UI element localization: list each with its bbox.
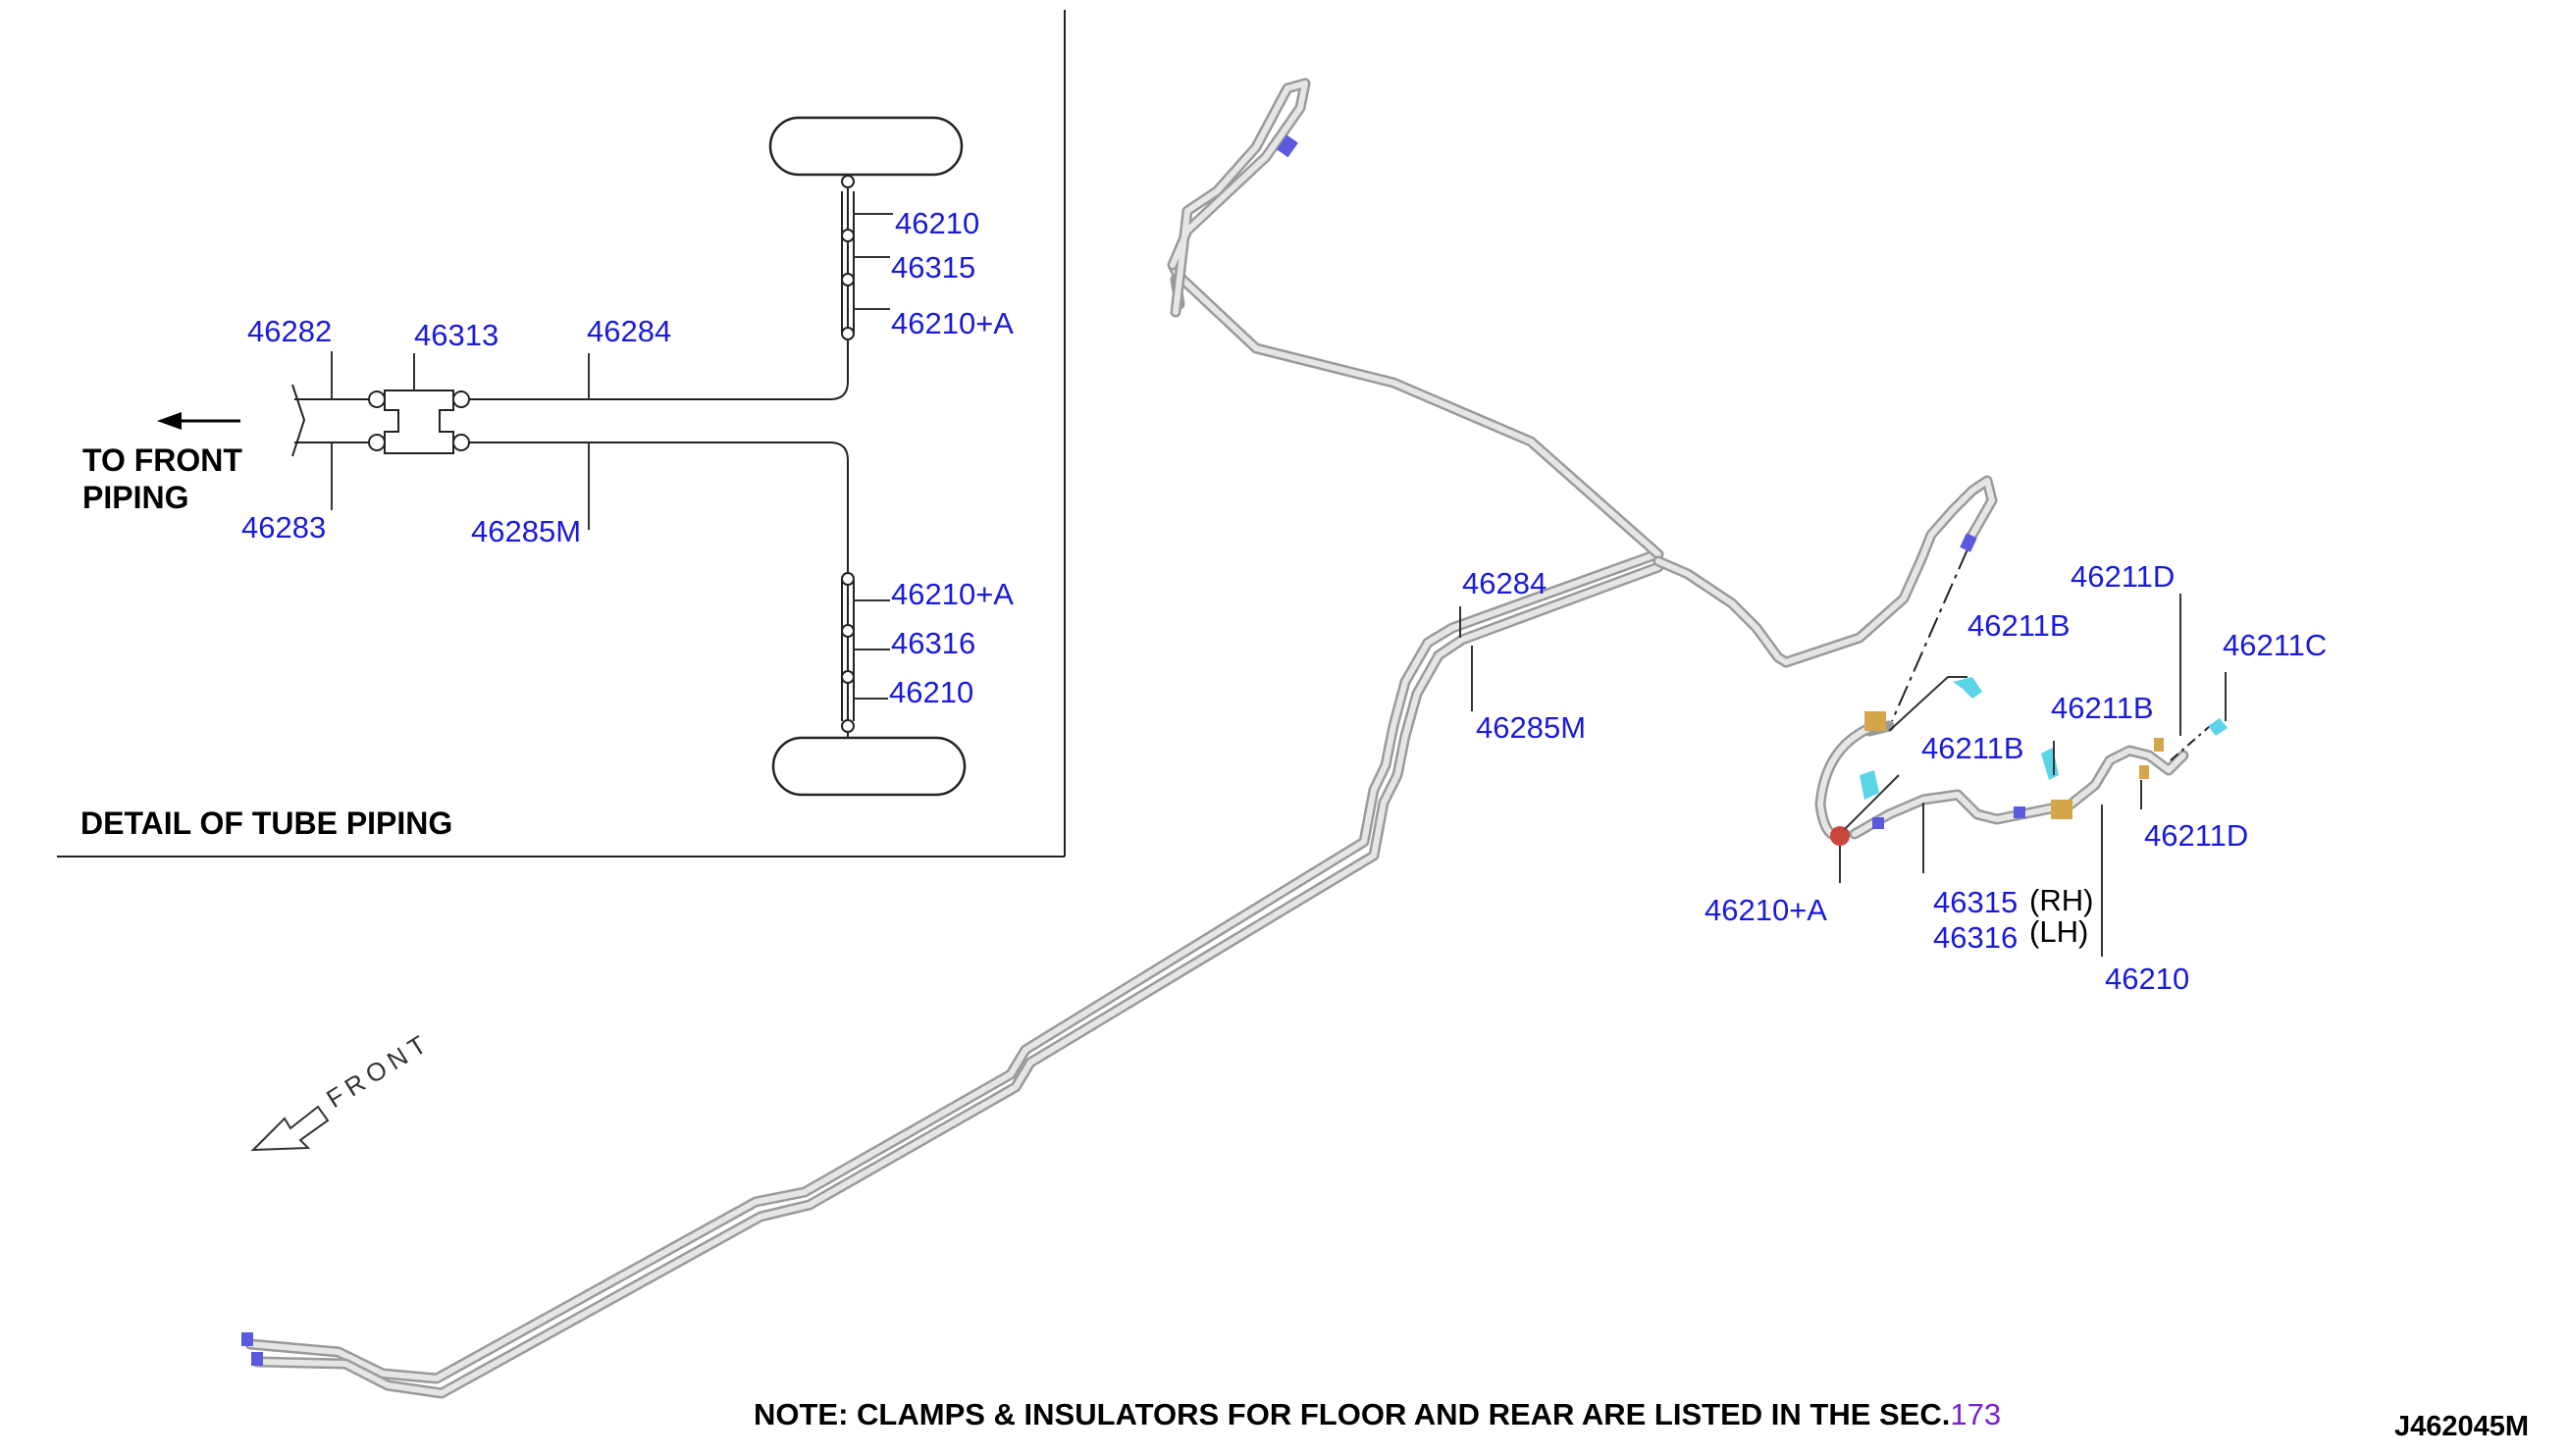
detail-pipe-upper <box>457 175 849 400</box>
detail-inset: 46282 46313 46284 46283 46285M 46210 463… <box>57 10 1066 858</box>
tube-assembly <box>241 78 2228 1399</box>
clip-46211B-a <box>1953 677 1982 699</box>
label-main-46285M[interactable]: 46285M <box>1476 710 1586 745</box>
clip-46211B-c <box>2041 748 2059 780</box>
connector-top <box>1277 134 1298 158</box>
note-text: NOTE: CLAMPS & INSULATORS FOR FLOOR AND … <box>754 1397 1950 1431</box>
label-main-46210A[interactable]: 46210+A <box>1705 893 1827 927</box>
junction-tan-46210 <box>2051 800 2072 819</box>
arrow-left-icon <box>157 412 182 430</box>
label-main-46316[interactable]: 46316 <box>1933 920 2018 955</box>
label-main-46315[interactable]: 46315 <box>1933 885 2018 919</box>
connector-46315 <box>1872 817 1884 829</box>
label-46313[interactable]: 46313 <box>414 318 498 352</box>
front-arrow-icon <box>250 1105 330 1152</box>
label-46211C[interactable]: 46211C <box>2223 628 2327 662</box>
label-46211D-top[interactable]: 46211D <box>2071 559 2175 594</box>
label-46315[interactable]: 46315 <box>891 250 975 285</box>
to-front-line2: PIPING <box>82 480 188 515</box>
connector-46210 <box>2014 806 2025 818</box>
note: NOTE: CLAMPS & INSULATORS FOR FLOOR AND … <box>754 1397 2001 1431</box>
junction-tan-top <box>1864 711 1886 731</box>
front-direction: FRONT <box>250 1026 437 1152</box>
label-46316[interactable]: 46316 <box>891 626 975 660</box>
clip-46211D-top <box>2154 738 2164 752</box>
section-link[interactable]: 173 <box>1950 1397 2001 1431</box>
wheel-rear-right <box>768 116 964 177</box>
label-46210-top[interactable]: 46210 <box>895 206 979 240</box>
label-46283[interactable]: 46283 <box>241 510 326 545</box>
detail-title: DETAIL OF TUBE PIPING <box>80 806 452 841</box>
connector-front-2 <box>251 1352 263 1366</box>
label-46211B-a[interactable]: 46211B <box>1967 608 2071 643</box>
label-46211D-bottom[interactable]: 46211D <box>2144 818 2248 853</box>
connector-front-1 <box>241 1332 253 1346</box>
label-46211B-c[interactable]: 46211B <box>2051 691 2154 725</box>
label-46211B-b[interactable]: 46211B <box>1921 731 2024 765</box>
diagram-id: J462045M <box>2394 1411 2529 1442</box>
junction-block <box>384 390 454 454</box>
cut-mark <box>291 384 306 457</box>
label-main-46284[interactable]: 46284 <box>1462 566 1547 600</box>
clip-46211D-bottom <box>2139 765 2149 779</box>
wheel-rear-left <box>771 736 967 797</box>
front-label: FRONT <box>321 1026 436 1114</box>
label-46210A-top[interactable]: 46210+A <box>891 306 1014 340</box>
connector-rear-top <box>1960 533 1977 552</box>
to-front-line1: TO FRONT <box>82 442 242 478</box>
label-46284[interactable]: 46284 <box>587 314 671 348</box>
clip-46211B-b <box>1860 770 1879 800</box>
label-46210-bottom[interactable]: 46210 <box>889 675 973 709</box>
junction-red-46210A <box>1830 826 1850 846</box>
label-46210A-bottom[interactable]: 46210+A <box>891 577 1014 611</box>
label-46285M[interactable]: 46285M <box>471 514 581 548</box>
label-rh: (RH) <box>2029 883 2093 917</box>
label-46282[interactable]: 46282 <box>247 314 332 348</box>
label-main-46210[interactable]: 46210 <box>2105 962 2189 996</box>
detail-pipe-lower <box>457 442 849 738</box>
clip-46211C <box>2208 718 2228 736</box>
label-lh: (LH) <box>2029 914 2088 949</box>
detail-joints <box>841 175 855 733</box>
